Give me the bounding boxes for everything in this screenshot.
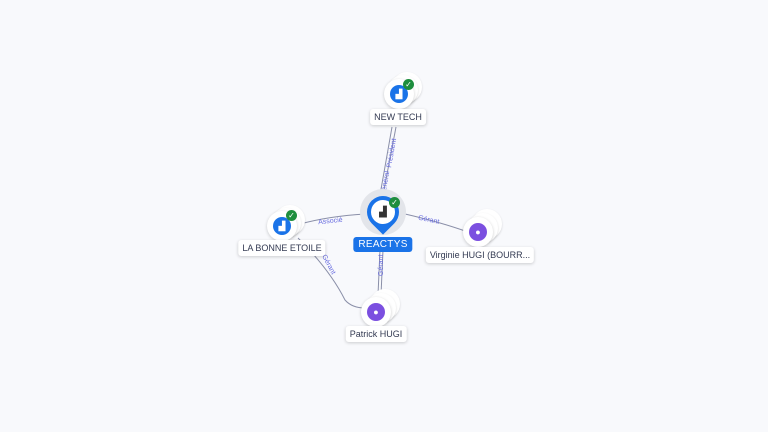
edge-label-gerant-patrick: Gérant — [378, 255, 385, 276]
node-label: Virginie HUGI (BOURR... — [425, 247, 535, 263]
edge-associe — [299, 213, 366, 225]
node-label: NEW TECH — [370, 109, 426, 125]
building-icon: ▟ — [273, 217, 291, 235]
person-icon: ● — [367, 303, 385, 321]
node-label: Patrick HUGI — [345, 326, 407, 342]
edge-president — [379, 126, 393, 196]
edge-gerant-patrick — [377, 249, 381, 296]
edge-gerant-patrick-2 — [380, 249, 384, 296]
edge-gerant-virginie — [404, 213, 469, 233]
node-label-main: REACTYS — [353, 237, 413, 252]
edge-general — [382, 126, 397, 196]
edge-label-gerant-virginie: Gérant — [417, 215, 439, 226]
node-label: LA BONNE ETOILE — [238, 240, 326, 256]
verified-check-icon: ✓ — [389, 197, 400, 208]
edge-label-president: Président — [386, 138, 398, 168]
verified-check-icon: ✓ — [286, 210, 297, 221]
verified-check-icon: ✓ — [403, 79, 414, 90]
building-icon: ▟ — [390, 85, 408, 103]
person-icon: ● — [469, 223, 487, 241]
edge-label-associe: Associé — [318, 217, 343, 227]
edge-label-general: Général — [380, 170, 391, 196]
